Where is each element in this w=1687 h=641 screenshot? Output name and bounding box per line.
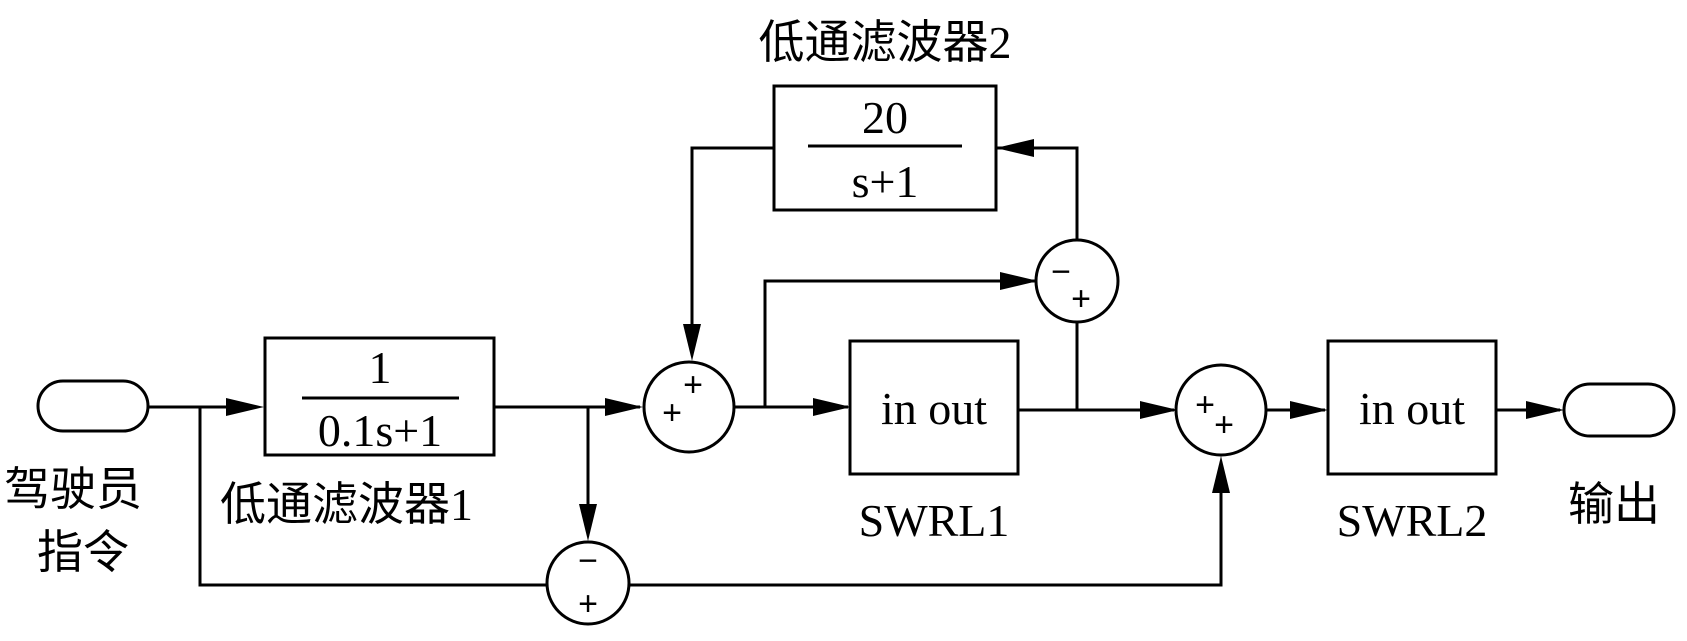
sum-junction-d: − +	[545, 540, 631, 626]
swrl2-label: SWRL2	[1337, 495, 1488, 546]
sum-junction-b: − +	[1034, 238, 1120, 324]
output-terminal	[1562, 382, 1676, 438]
filter1-block: 1 0.1s+1	[263, 336, 496, 457]
sum-c-sign-left: +	[1195, 386, 1215, 424]
arrow-into-sum-c-bottom	[1212, 456, 1230, 493]
arrow-into-sum-a-top	[683, 324, 701, 361]
filter1-label: 低通滤波器1	[220, 479, 473, 530]
sum-junction-a: + +	[642, 360, 736, 454]
output-label: 输出	[1568, 479, 1660, 530]
sum-a-sign-left: +	[662, 394, 682, 432]
arrow-into-filter2	[996, 139, 1034, 157]
arrow-into-sum-b-left	[1000, 272, 1038, 290]
input-label-line1: 驾驶员	[4, 464, 142, 515]
sum-d-sign-bottom: +	[578, 585, 598, 623]
sum-c-sign-bottom: +	[1214, 406, 1234, 444]
sum-d-sign-top: −	[578, 542, 598, 580]
input-label-line2: 指令	[37, 527, 129, 578]
arrow-into-swrl2	[1290, 401, 1328, 419]
swrl1-label: SWRL1	[859, 495, 1010, 546]
filter1-denominator: 0.1s+1	[318, 405, 442, 456]
filter2-denominator: s+1	[852, 156, 919, 207]
arrow-into-filter1	[226, 398, 264, 416]
filter2-numerator: 20	[862, 92, 908, 143]
swrl2-block: in out	[1326, 339, 1498, 476]
filter2-block: 20 s+1	[772, 84, 998, 212]
arrow-into-sum-d-top	[579, 504, 597, 541]
arrow-into-sum-a-left	[605, 398, 643, 416]
arrowheads	[226, 139, 1564, 541]
swrl1-block: in out	[848, 339, 1020, 476]
arrow-into-output	[1526, 401, 1564, 419]
input-terminal	[36, 379, 150, 433]
arrow-into-swrl1	[813, 398, 851, 416]
swrl1-text: in out	[881, 383, 987, 434]
sum-b-sign-bottom: +	[1071, 280, 1091, 318]
filter1-numerator: 1	[369, 342, 392, 393]
swrl2-text: in out	[1359, 383, 1465, 434]
sum-junction-c: + +	[1174, 363, 1268, 457]
sum-b-sign-left: −	[1051, 253, 1071, 291]
arrow-into-sum-c-left	[1140, 401, 1178, 419]
sum-a-sign-top: +	[683, 366, 703, 404]
filter2-label: 低通滤波器2	[759, 17, 1012, 68]
